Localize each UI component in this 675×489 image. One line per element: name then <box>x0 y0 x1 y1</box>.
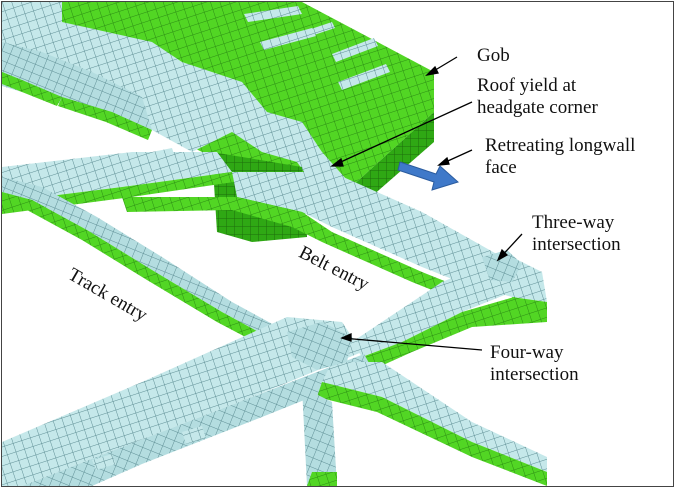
rock-fragments <box>42 148 206 470</box>
three-way-intersection-label-line2: intersection <box>532 234 621 255</box>
roof-yield-label-line2: headgate corner <box>477 97 598 118</box>
retreating-face-label-line2: face <box>485 157 517 178</box>
left-edge-rib <box>2 177 287 352</box>
four-way-intersection-label-line1: Four-way <box>490 342 564 363</box>
three-way-intersection-rubble <box>482 250 522 282</box>
retreating-face-label-line1: Retreating longwall <box>485 135 636 156</box>
roof-rubble <box>2 2 347 197</box>
leader-lines <box>330 56 523 351</box>
connecting-entry <box>352 257 547 370</box>
roof-yield-label-line1: Roof yield at <box>477 75 577 96</box>
track-entry <box>2 317 374 486</box>
gob-label: Gob <box>477 45 510 66</box>
crosscut-lower-right <box>302 362 547 486</box>
four-way-intersection-rubble <box>287 322 352 370</box>
four-way-intersection-label-line2: intersection <box>490 364 579 385</box>
retreat-direction-arrow <box>397 161 459 191</box>
three-way-intersection-label-line1: Three-way <box>532 212 615 233</box>
